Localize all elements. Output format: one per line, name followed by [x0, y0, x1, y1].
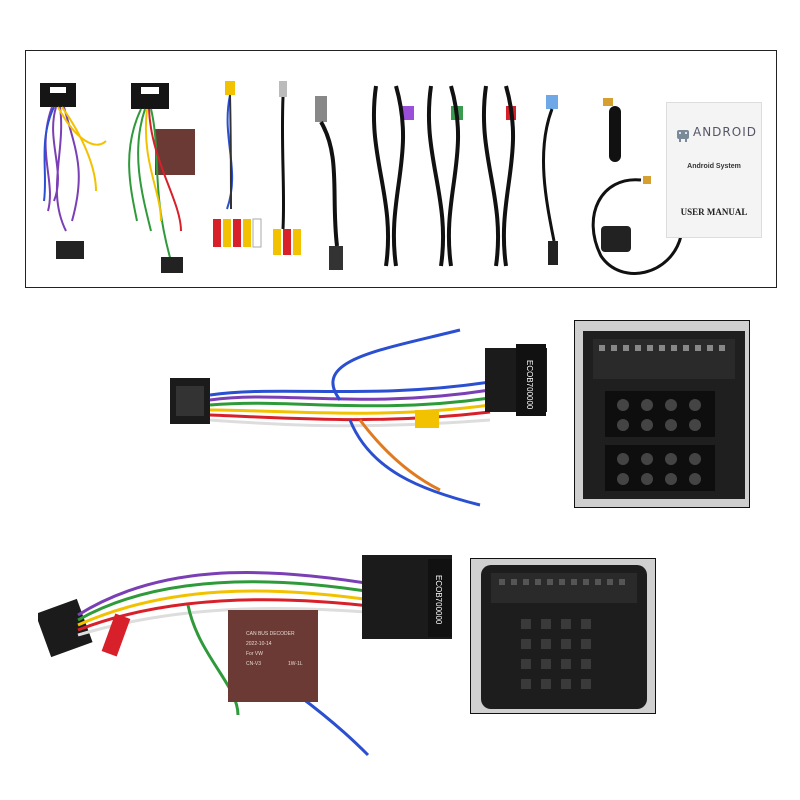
manual-logo-text: ANDROID [693, 125, 757, 139]
wifi-antenna [603, 98, 621, 162]
cable-red [481, 85, 516, 267]
connector-code-label-2: ECOB700000 [434, 575, 443, 625]
cable-green [426, 85, 463, 267]
antenna-adapter [315, 96, 343, 270]
accessories-illustration [40, 81, 683, 275]
microphone-cable [542, 95, 558, 265]
user-manual: ANDROID Android System USER MANUAL [666, 102, 762, 238]
harness-1 [40, 83, 107, 259]
cable-purple [371, 85, 414, 267]
rca-cable-1 [213, 81, 262, 248]
decoder-label-line3: For VW [246, 651, 263, 657]
rca-cable-2 [273, 81, 301, 255]
manual-title: USER MANUAL [680, 207, 748, 217]
decoder-label-line2: 2022-10-14 [246, 641, 272, 647]
decoder-label-line5: 1W-1L [288, 661, 303, 667]
decoder-label-line1: CAN BUS DECODER [246, 631, 295, 637]
accessories-panel [25, 50, 777, 288]
harness-photo-2: ECOB700000 CAN BUS DECODER 2022-10-14 Fo… [38, 545, 458, 765]
connector-closeup-2 [470, 558, 656, 714]
connector-closeup-1 [574, 320, 750, 508]
android-robot-icon [677, 130, 689, 142]
manual-subtitle: Android System [687, 163, 741, 170]
decoder-label-line4: CN-V3 [246, 661, 261, 667]
connector-code-label-1: ECOB700000 [525, 360, 534, 410]
harness-photo-1: ECOB700000 [160, 320, 565, 530]
harness-2 [128, 83, 195, 273]
gps-antenna [591, 176, 683, 275]
